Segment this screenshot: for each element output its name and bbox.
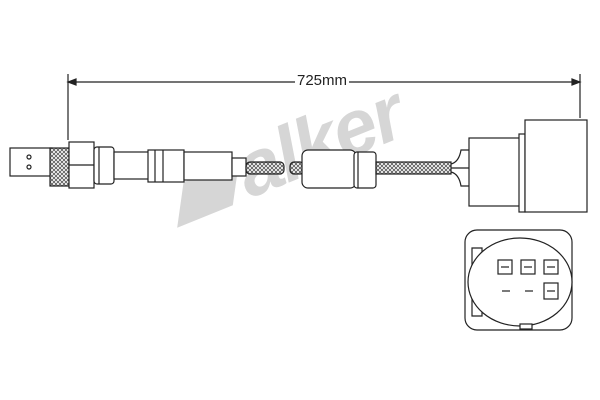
sensor-probe (9, 141, 247, 189)
braided-cable (375, 161, 452, 175)
wires (450, 149, 471, 187)
inline-sleeve (301, 149, 377, 189)
length-dimension-label: 725mm (295, 72, 350, 89)
connector-face-view (464, 229, 573, 331)
connector-side-view (468, 119, 588, 213)
connector-pins (497, 259, 559, 300)
braided-cable (245, 161, 285, 175)
